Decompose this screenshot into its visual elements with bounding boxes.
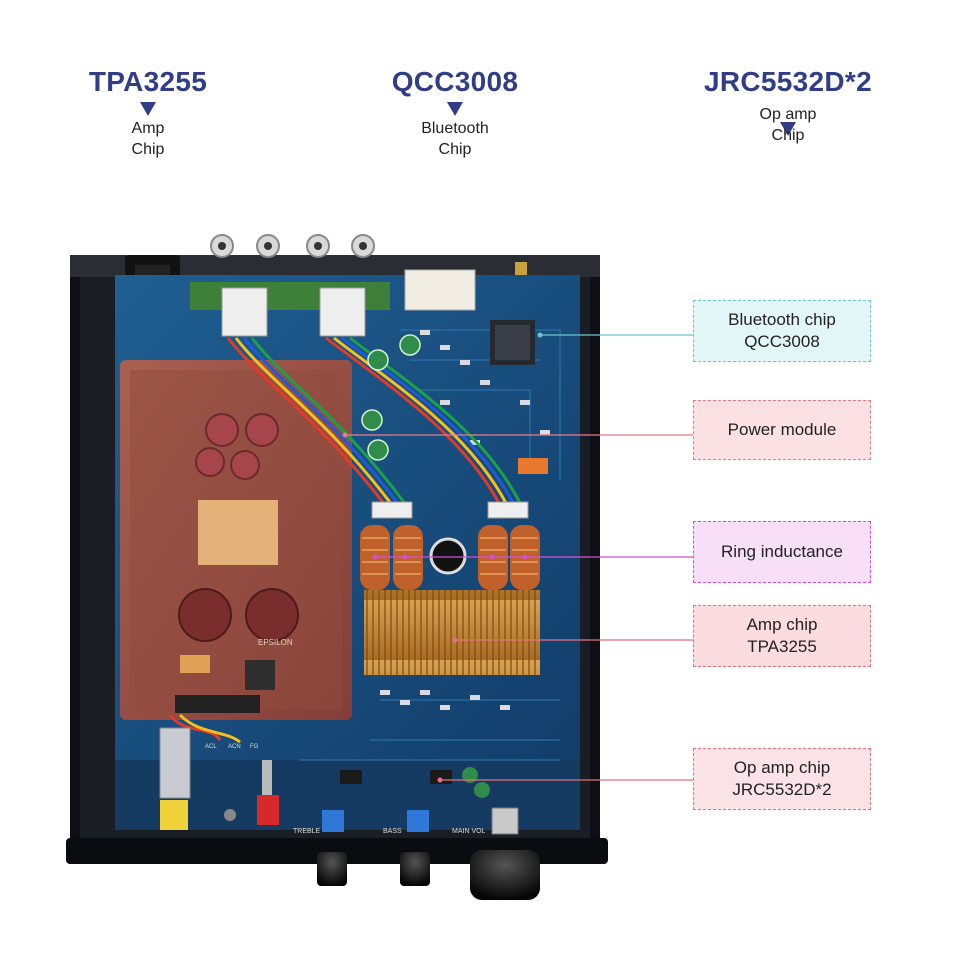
tone-potentiometers: TREBLE BASS MAIN VOL ACL ACN FG bbox=[205, 744, 519, 835]
svg-text:EPSILON: EPSILON bbox=[258, 638, 293, 647]
callout-power-module: Power module bbox=[693, 400, 871, 460]
capacitors bbox=[361, 334, 490, 798]
down-arrow-icon bbox=[140, 102, 156, 116]
chip-desc: Amp Chip bbox=[131, 120, 165, 158]
callout-bluetooth-chip: Bluetooth chip QCC3008 bbox=[693, 300, 871, 362]
svg-text:FG: FG bbox=[250, 744, 259, 750]
chip-name: TPA3255 bbox=[88, 66, 208, 97]
tpa3255-top-label: TPA3255 Amp Chip bbox=[38, 66, 258, 160]
front-panel-parts bbox=[159, 727, 279, 830]
chip-name: QCC3008 bbox=[391, 66, 519, 97]
svg-text:ACN: ACN bbox=[228, 744, 241, 750]
power-module: EPSILON bbox=[120, 360, 352, 720]
chip-name: JRC5532D*2 bbox=[704, 66, 872, 97]
callout-leader-lines bbox=[342, 332, 693, 783]
callout-amp-chip: Amp chip TPA3255 bbox=[693, 605, 871, 667]
tpa3255-heatsink bbox=[364, 590, 540, 675]
svg-text:ACL: ACL bbox=[205, 744, 217, 750]
svg-text:MAIN VOL: MAIN VOL bbox=[452, 828, 486, 835]
svg-text:BASS: BASS bbox=[383, 828, 402, 835]
rca-jacks bbox=[210, 234, 375, 258]
front-knobs bbox=[317, 850, 540, 900]
down-arrow-icon bbox=[447, 102, 463, 116]
down-arrow-icon bbox=[780, 122, 796, 136]
jrc5532d-top-label: JRC5532D*2 Op amp Chip bbox=[678, 66, 898, 146]
input-board bbox=[190, 282, 390, 337]
chip-desc: Bluetooth Chip bbox=[421, 120, 489, 158]
svg-text:TREBLE: TREBLE bbox=[293, 828, 321, 835]
qcc3008-top-label: QCC3008 Bluetooth Chip bbox=[345, 66, 565, 160]
callout-op-amp-chip: Op amp chip JRC5532D*2 bbox=[693, 748, 871, 810]
callout-ring-inductance: Ring inductance bbox=[693, 521, 871, 583]
chip-desc: Op amp Chip bbox=[759, 106, 817, 144]
